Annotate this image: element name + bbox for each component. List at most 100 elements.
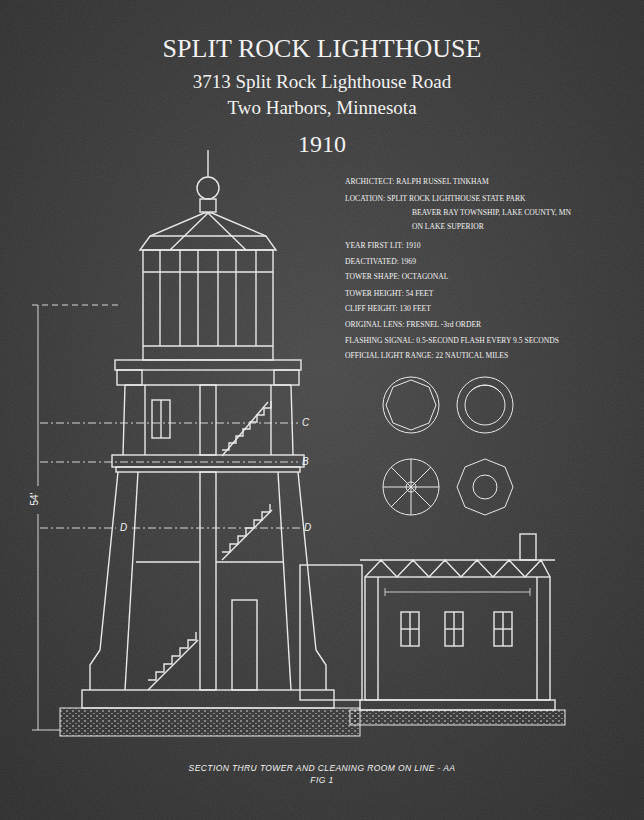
cleaning-room-part: [494, 628, 512, 629]
section-plans-part: [391, 467, 431, 507]
section-plans-part: [391, 467, 431, 507]
tower-part: [112, 455, 304, 467]
rock-foundation: [60, 708, 360, 736]
tower-part: [159, 250, 160, 346]
spec-line: DEACTIVATED: 1969: [345, 258, 416, 266]
tower-part: [143, 250, 273, 360]
tower-part: [222, 401, 271, 450]
dimension-lines-part: [40, 462, 298, 463]
tower-part: [140, 213, 276, 250]
section-mark: D: [120, 523, 127, 533]
spec-line: TOWER SHAPE: OCTAGONAL: [345, 273, 448, 281]
section-plans-part: [383, 377, 439, 433]
tower-part: [298, 472, 326, 690]
dimension-lines-part: [132, 528, 300, 529]
section-mark: C: [302, 418, 309, 428]
tower-part: [82, 690, 334, 708]
cleaning-room-part: [530, 588, 531, 596]
figure-number: FIG 1: [0, 776, 644, 785]
tower-part: [143, 271, 273, 272]
cleaning-room-part: [445, 612, 463, 646]
tower-part: [148, 632, 196, 680]
tower-part: [278, 472, 291, 690]
tower-part: [217, 250, 218, 346]
spec-line: TOWER HEIGHT: 54 FEET: [345, 290, 433, 298]
section-plans-part: [457, 459, 513, 515]
tower-part: [115, 360, 301, 370]
cleaning-room-part: [365, 560, 550, 577]
tower-part: [143, 345, 273, 346]
cleaning-room-part: [360, 700, 555, 710]
tower-part: [222, 510, 272, 560]
tower-part: [197, 177, 219, 199]
tower-part: [291, 385, 293, 455]
spec-line: OFFICIAL LIGHT RANGE: 22 NAUTICAL MILES: [345, 352, 508, 360]
dimension-lines-part: [40, 528, 116, 529]
section-mark: D: [304, 523, 311, 533]
cleaning-room-part: [494, 612, 512, 646]
spec-line: FLASHING SIGNAL: 0.5-SECOND FLASH EVERY …: [345, 337, 559, 345]
address-line: 3713 Split Rock Lighthouse Road: [0, 72, 644, 91]
tower-part: [170, 213, 208, 250]
section-plans-part: [465, 385, 505, 425]
tower: [82, 150, 334, 708]
spec-line: LOCATION: SPLIT ROCK LIGHTHOUSE STATE PA…: [345, 195, 526, 203]
cleaning-room-part: [385, 588, 386, 596]
tower-part: [235, 250, 236, 346]
tower-part: [200, 472, 216, 690]
tower-part: [117, 370, 142, 385]
tower-part: [179, 250, 180, 346]
dimension-lines: [32, 305, 300, 730]
section-plans-part: [406, 482, 416, 492]
spec-line: ORIGINAL LENS: FRESNEL -3rd ORDER: [345, 321, 481, 329]
address-line: Two Harbors, Minnesota: [0, 98, 644, 117]
dimension: 54': [30, 492, 40, 505]
tower-part: [200, 199, 216, 212]
dimension-lines-part: [32, 730, 60, 731]
tower-part: [274, 370, 299, 385]
tower-part: [208, 213, 246, 250]
section-plans-part: [473, 475, 497, 499]
tower-part: [200, 385, 216, 455]
cleaning-room-part: [401, 612, 419, 646]
section-plans-part: [386, 380, 436, 430]
section-plans: [383, 377, 513, 515]
dimension-lines-part: [38, 514, 39, 730]
dimension-lines-part: [40, 423, 298, 424]
spec-line: CLIFF HEIGHT: 130 FEET: [345, 305, 431, 313]
tower-part: [160, 400, 161, 438]
tower-part: [150, 235, 266, 236]
spec-line: ARCHICTECT: RALPH RUSSEL TINKHAM: [345, 178, 489, 186]
tower-part: [116, 467, 300, 472]
tower-part: [216, 561, 284, 562]
cleaning-room: [300, 534, 555, 710]
tower-part: [255, 250, 256, 346]
spec-line: YEAR FIRST LIT: 1910: [345, 242, 421, 250]
year: 1910: [0, 132, 644, 156]
tower-part: [152, 400, 170, 438]
title: SPLIT ROCK LIGHTHOUSE: [0, 36, 644, 62]
section-plans-part: [470, 385, 500, 392]
section-mark: B: [302, 457, 309, 467]
tower-part: [232, 600, 257, 690]
cleaning-room-part: [385, 592, 530, 593]
cleaning-room-part: [401, 628, 419, 629]
caption: SECTION THRU TOWER AND CLEANING ROOM ON …: [0, 764, 644, 773]
cleaning-room-part: [520, 534, 536, 560]
cleaning-room-part: [365, 577, 550, 700]
tower-part: [144, 385, 145, 455]
tower-part: [125, 472, 138, 690]
cleaning-room-part: [377, 577, 378, 700]
dimension-lines-part: [32, 305, 118, 306]
tower-part: [207, 150, 208, 177]
tower-part: [270, 385, 271, 455]
cleaning-room-part: [536, 577, 537, 700]
cleaning-room-part: [300, 565, 362, 700]
tower-part: [197, 250, 198, 346]
spec-line: ON LAKE SUPERIOR: [412, 223, 484, 231]
tower-part: [123, 385, 125, 455]
dimension-lines-part: [38, 305, 39, 486]
